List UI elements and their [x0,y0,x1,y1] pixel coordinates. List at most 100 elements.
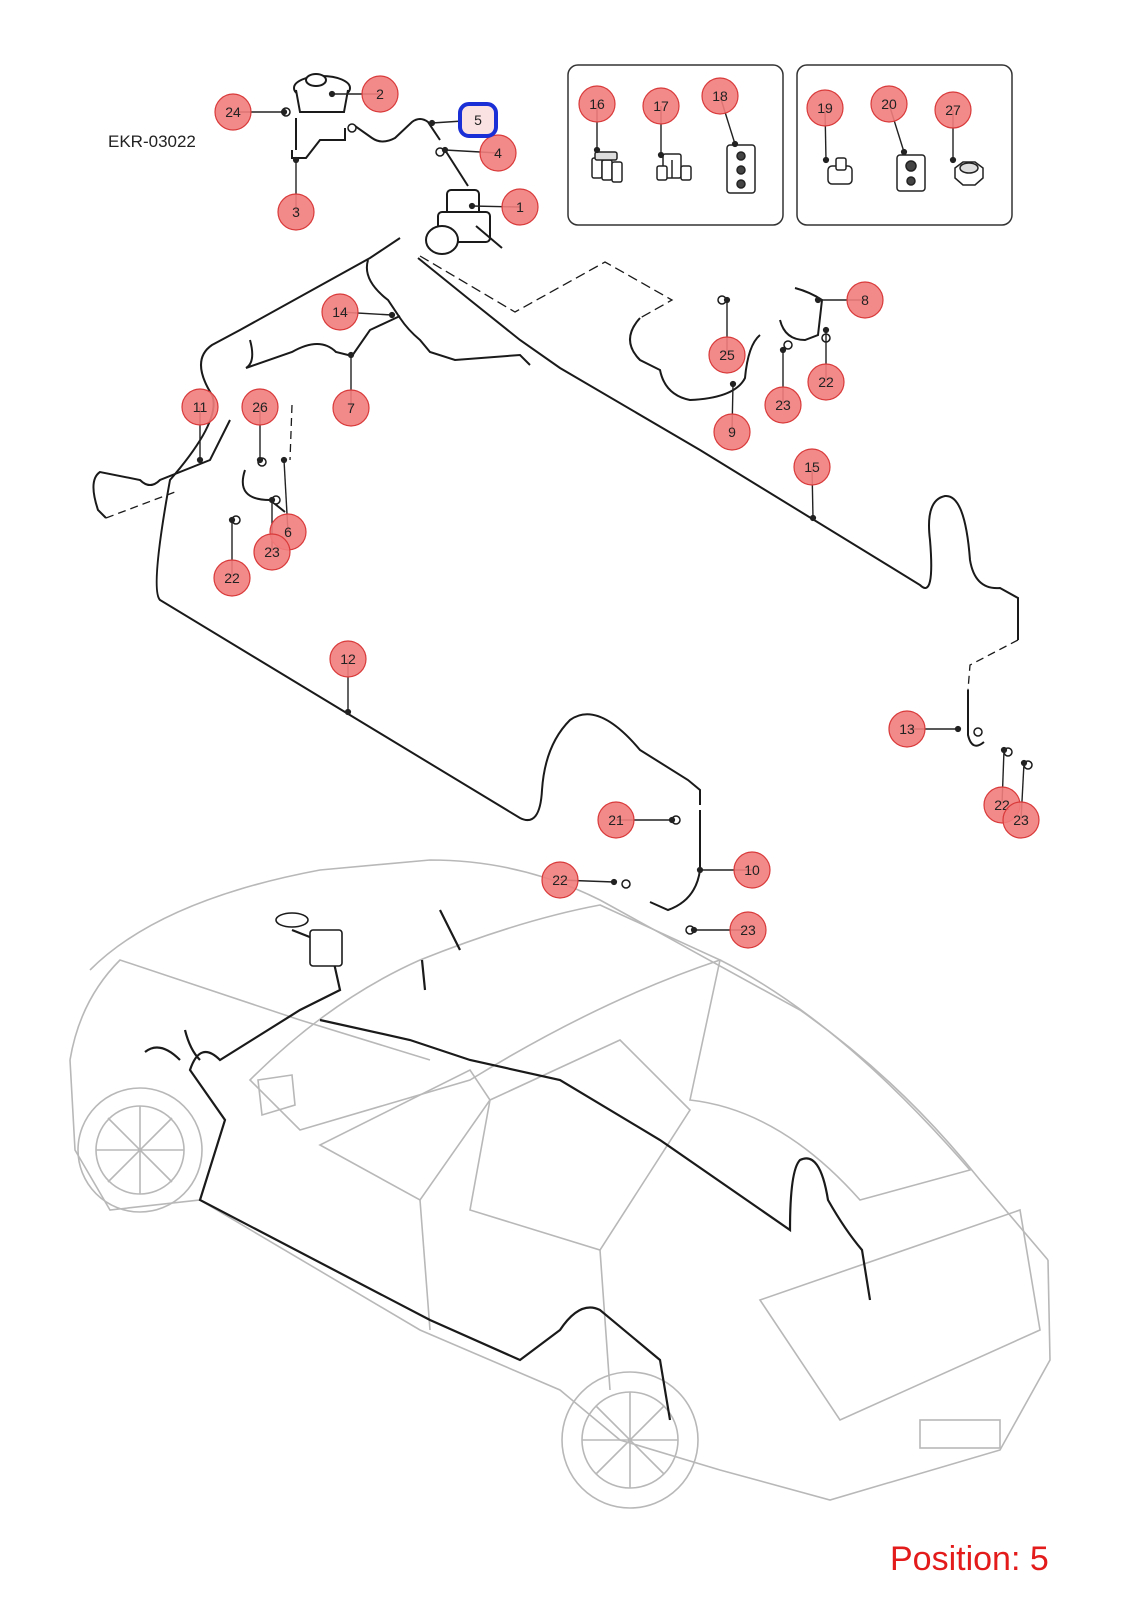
leader-tip [196,456,204,464]
callout-24[interactable]: 24 [214,93,252,131]
reservoir-hose [354,118,441,143]
callout-19[interactable]: 19 [806,89,844,127]
callout-number: 17 [653,98,669,114]
callout-number: 26 [252,399,268,415]
callout-circle [479,134,517,172]
callout-23[interactable]: 23 [764,386,802,424]
leader-tip [1020,759,1028,767]
callout-number: 7 [347,400,355,416]
callout-27[interactable]: 27 [934,91,972,129]
fastener-box-right [796,64,1013,226]
callout-21[interactable]: 21 [597,801,635,839]
leader-tip [344,708,352,716]
leader-tip [779,346,787,354]
callout-26[interactable]: 26 [241,388,279,426]
callout-number: 23 [264,544,280,560]
car-roofline [89,859,1049,1261]
clip-part-17-icon [656,153,692,181]
callout-22[interactable]: 22 [213,559,251,597]
car-side-window-front [318,1068,491,1202]
brake-hose-8 [779,287,824,342]
leader-tip [731,140,739,148]
callout-number: 23 [775,397,791,413]
callout-circle [214,93,252,131]
callout-number: 9 [728,424,736,440]
callout-number: 10 [744,862,760,878]
brake-line-9 [629,317,761,402]
callout-circle [793,448,831,486]
callout-5[interactable]: 5 [458,102,498,138]
callout-20[interactable]: 20 [870,85,908,123]
car-rear-window [689,958,972,1201]
callout-18[interactable]: 18 [701,77,739,115]
callout-circle [332,389,370,427]
brake-line-14 [366,259,531,366]
vehicle-brake-lines [144,909,872,1421]
callout-number: 2 [376,86,384,102]
vehicle-master-cylinder-icon [275,912,343,967]
leader-tip [228,516,236,524]
callout-circle [713,413,751,451]
leader-tip [593,146,601,154]
leader-tip [900,148,908,156]
callout-17[interactable]: 17 [642,87,680,125]
callout-circle [501,188,539,226]
leader-tip [441,146,449,154]
callout-16[interactable]: 16 [578,85,616,123]
callout-12[interactable]: 12 [329,640,367,678]
car-door-line [419,1199,611,1391]
callout-13[interactable]: 13 [888,710,926,748]
callout-number: 3 [292,204,300,220]
bracket-part-3 [291,128,346,159]
callout-22[interactable]: 22 [807,363,845,401]
callout-circle [888,710,926,748]
callout-circle [329,640,367,678]
callout-23[interactable]: 23 [1002,801,1040,839]
callout-25[interactable]: 25 [708,336,746,374]
callout-circle [597,801,635,839]
leader-tip [428,119,436,127]
callout-number: 18 [712,88,728,104]
callout-7[interactable]: 7 [332,389,370,427]
callout-23[interactable]: 23 [253,533,291,571]
callout-8[interactable]: 8 [846,281,884,319]
callout-15[interactable]: 15 [793,448,831,486]
callout-number: 20 [881,96,897,112]
callout-3[interactable]: 3 [277,193,315,231]
highlight-box [458,102,498,138]
callout-circle [729,911,767,949]
callout-14[interactable]: 14 [321,293,359,331]
callout-number: 5 [474,112,482,128]
leader-tip [610,878,618,886]
leader-tip [347,351,355,359]
callout-11[interactable]: 11 [181,388,219,426]
callout-number: 25 [719,347,735,363]
callout-23[interactable]: 23 [729,911,767,949]
callout-2[interactable]: 2 [361,75,399,113]
position-label: Position: 5 [890,1540,1049,1578]
callout-22[interactable]: 22 [541,861,579,899]
car-body-lower [69,1059,1051,1501]
leader-tip [280,108,288,116]
leader-tip [328,90,336,98]
callout-9[interactable]: 9 [713,413,751,451]
leader-tip [822,326,830,334]
callout-10[interactable]: 10 [733,851,771,889]
leader-tip [388,311,396,319]
callout-1[interactable]: 1 [501,188,539,226]
drawing-code: EKR-03022 [108,132,196,151]
brake-line-7 [245,315,401,369]
brake-hose-13 [967,690,985,747]
callout-circle [361,75,399,113]
callout-4[interactable]: 4 [479,134,517,172]
leader-tip [268,496,276,504]
callout-number: 22 [552,872,568,888]
callout-number: 4 [494,145,502,161]
pipe-fittings [231,107,1033,935]
clip-part-18-icon [726,144,756,194]
leader-tip [657,151,665,159]
fastener-box-left [567,64,784,226]
callout-circle [764,386,802,424]
leader-tip [809,514,817,522]
